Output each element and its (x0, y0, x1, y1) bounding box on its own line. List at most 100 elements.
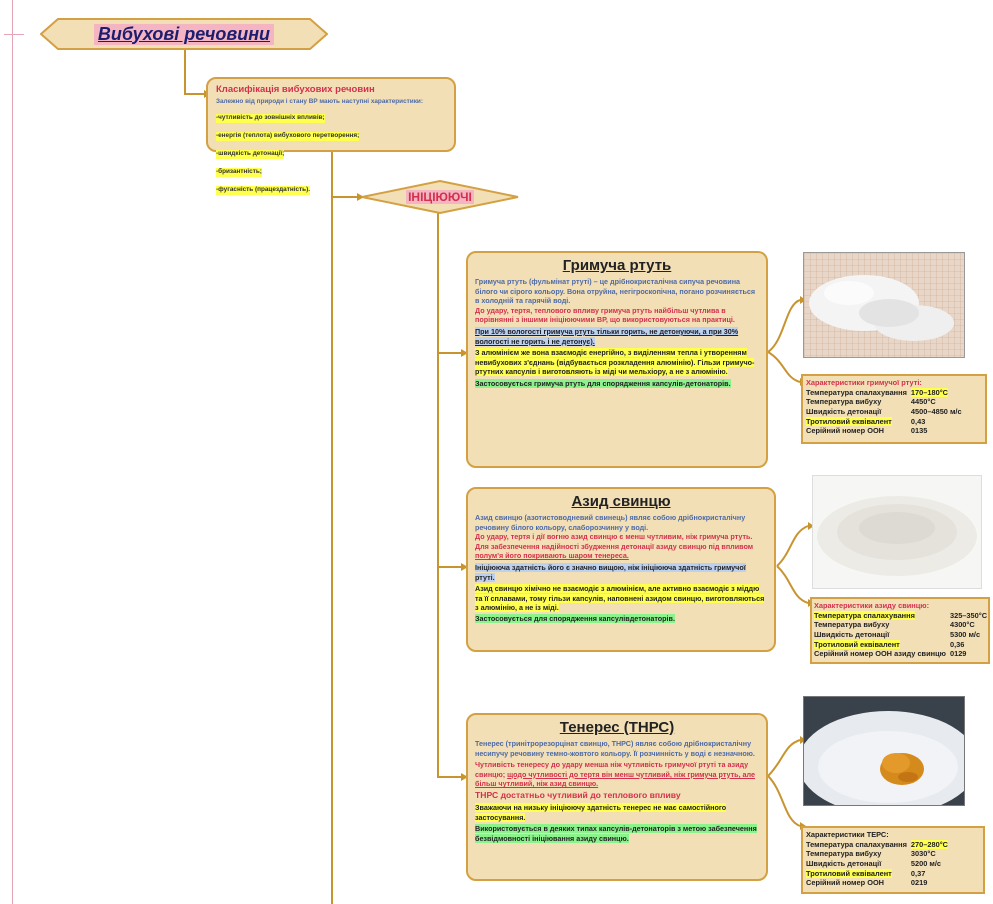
thrs-sensitivity: Чутливість тенересу до удару менша ніж ч… (475, 760, 759, 789)
property-name: Серійний номер ООН азиду свинцю (814, 649, 946, 659)
property-name: Тротиловий еквівалент (806, 868, 911, 879)
azide-properties-title: Характеристики азиду свинцю: (814, 601, 930, 610)
property-name-text: Тротиловий еквівалент (806, 416, 892, 426)
property-row: Серійний номер ООН 0219 (806, 878, 952, 888)
curve-azide-props (776, 565, 809, 604)
property-name: Серійний номер ООН (806, 426, 885, 436)
mercury-properties[interactable]: Характеристики гримучої ртуті: Температу… (801, 374, 987, 444)
thrs-usage-wrap: Використовується в деяких типах капсулів… (475, 824, 759, 843)
property-name: Температура вибуху (806, 849, 882, 859)
property-name: Температура вибуху (814, 620, 890, 630)
white-crystals-image (813, 476, 981, 588)
connector-main-trunk (331, 152, 333, 904)
property-value: 5300 м/с (949, 629, 981, 639)
mercury-aluminum: З алюмінієм же вона взаємодіє енергійно,… (475, 348, 755, 377)
property-name: Температура спалахування (806, 839, 907, 849)
property-name: Тротиловий еквівалент (814, 639, 950, 650)
connector-category-trunk (437, 212, 439, 778)
property-name-text: Температура спалахування (814, 610, 915, 620)
azide-aluminum: Азид свинцю хімічно не взаємодіє з алюмі… (475, 584, 765, 613)
connector-arrow (461, 773, 468, 781)
property-value: 0,43 (910, 416, 926, 426)
azide-description: Азид свинцю (азотистоводневий свинець) я… (475, 513, 746, 532)
property-name: Серійний номер ООН (806, 878, 885, 888)
classification-box[interactable]: Класифікація вибухових речовин Залежно в… (206, 77, 456, 195)
azide-sensitivity-text: До удару, тертя і дії вогню азид свинцю … (475, 532, 754, 551)
property-name: Тротиловий еквівалент (806, 416, 911, 427)
azide-properties-table: Температура спалахування 325–350°C Темпер… (814, 610, 991, 659)
connector-root-down (184, 48, 186, 95)
connector-arrow (357, 193, 364, 201)
azide-box[interactable]: Азид свинцю Азид свинцю (азотистоводневи… (466, 487, 776, 652)
thrs-description: Тенерес (тринітрорезорцінат свинцю, ТНРС… (475, 739, 755, 758)
property-name: Температура спалахування (814, 610, 950, 621)
mercury-box[interactable]: Гримуча ртуть Гримуча ртуть (фульмінат р… (466, 251, 768, 468)
connector-arrow (461, 563, 468, 571)
property-row: Тротиловий еквівалент 0,43 (806, 416, 966, 427)
orange-powder-image (804, 697, 964, 805)
curve-azide-photo (776, 525, 809, 567)
classification-item: -чутливість до зовнішніх впливів; (216, 114, 325, 123)
azide-title: Азид свинцю (571, 493, 671, 510)
classification-item: -енергія (теплота) вибухового перетворен… (216, 132, 360, 141)
category-node[interactable]: ІНІЦІЮЮЧІ (361, 180, 519, 214)
connector-to-thrs (437, 776, 465, 778)
azide-usage-wrap: Застосовується для спорядження капсулівд… (475, 613, 767, 624)
property-value: 3030°C (910, 849, 936, 859)
thrs-sensitivity-underlined: щодо чутливості до тертя він менш чутлив… (475, 769, 756, 789)
mercury-photo (803, 252, 965, 358)
property-name: Швидкість детонації (806, 858, 882, 868)
property-row: Температура спалахування 325–350°C (814, 610, 991, 621)
classification-title: Класифікація вибухових речовин (216, 84, 375, 95)
property-value-text: 270–280°C (910, 839, 948, 849)
property-value: 325–350°C (949, 610, 988, 620)
azide-sensitivity: До удару, тертя і дії вогню азид свинцю … (475, 532, 767, 561)
thrs-box[interactable]: Тенерес (ТНРС) Тенерес (тринітрорезорцін… (466, 713, 768, 881)
azide-aluminum-wrap: Азид свинцю хімічно не взаємодіє з алюмі… (475, 584, 767, 613)
mercury-usage-wrap: Застосовується гримуча ртуть для спорядж… (475, 378, 759, 389)
azide-sensitivity-underlined: полум'я його покривають шаром тенереса. (475, 551, 629, 561)
connector-to-mercury (437, 352, 465, 354)
mercury-usage: Застосовується гримуча ртуть для спорядж… (475, 378, 731, 388)
property-value: 0,36 (949, 639, 965, 649)
mercury-aluminum-wrap: З алюмінієм же вона взаємодіє енергійно,… (475, 348, 759, 377)
margin-tick (4, 34, 24, 35)
white-powder-image (804, 253, 964, 357)
mercury-sensitivity: До удару, тертя, теплового впливу гримуч… (475, 305, 735, 325)
curve-thrs-photo (767, 739, 801, 777)
thrs-initiation: Зважаючи на низьку ініціюючу здатність т… (475, 802, 727, 822)
connector-to-azide (437, 566, 465, 568)
mercury-humidity: При 10% вологості гримуча ртуть тільки г… (475, 326, 739, 346)
mercury-humidity-wrap: При 10% вологості гримуча ртуть тільки г… (475, 326, 759, 346)
property-value: 4450°C (910, 397, 936, 407)
thrs-initiation-wrap: Зважаючи на низьку ініціюючу здатність т… (475, 802, 759, 822)
thrs-thermal: ТНРС достатньо чутливий до теплового впл… (475, 789, 681, 800)
property-value: 170–180°C (910, 387, 966, 398)
classification-intro: Залежно від природи і стану ВР мають нас… (216, 98, 423, 105)
curve-mercury-props (767, 351, 801, 383)
connector-root-right (184, 93, 208, 95)
thrs-properties[interactable]: Характеристики ТЕРС: Температура спалаху… (801, 826, 985, 894)
azide-properties[interactable]: Характеристики азиду свинцю: Температура… (810, 597, 990, 664)
thrs-sensitivity-text: Чутливість тенересу до удару менша ніж ч… (475, 760, 749, 779)
curve-thrs-props (767, 775, 801, 827)
azide-usage: Застосовується для спорядження капсулівд… (475, 613, 675, 623)
thrs-properties-title: Характеристики ТЕРС: (806, 830, 889, 839)
property-name-text: Тротиловий еквівалент (814, 639, 900, 649)
property-value: 5200 м/с (910, 858, 942, 868)
connector-to-category (331, 196, 361, 198)
property-name: Температура спалахування (806, 387, 907, 397)
connector-arrow (461, 349, 468, 357)
property-value: 4300°C (949, 620, 975, 630)
thrs-photo (803, 696, 965, 806)
root-node[interactable]: Вибухові речовини (40, 18, 328, 50)
property-value: 0219 (910, 878, 928, 888)
property-name: Швидкість детонації (806, 406, 882, 416)
